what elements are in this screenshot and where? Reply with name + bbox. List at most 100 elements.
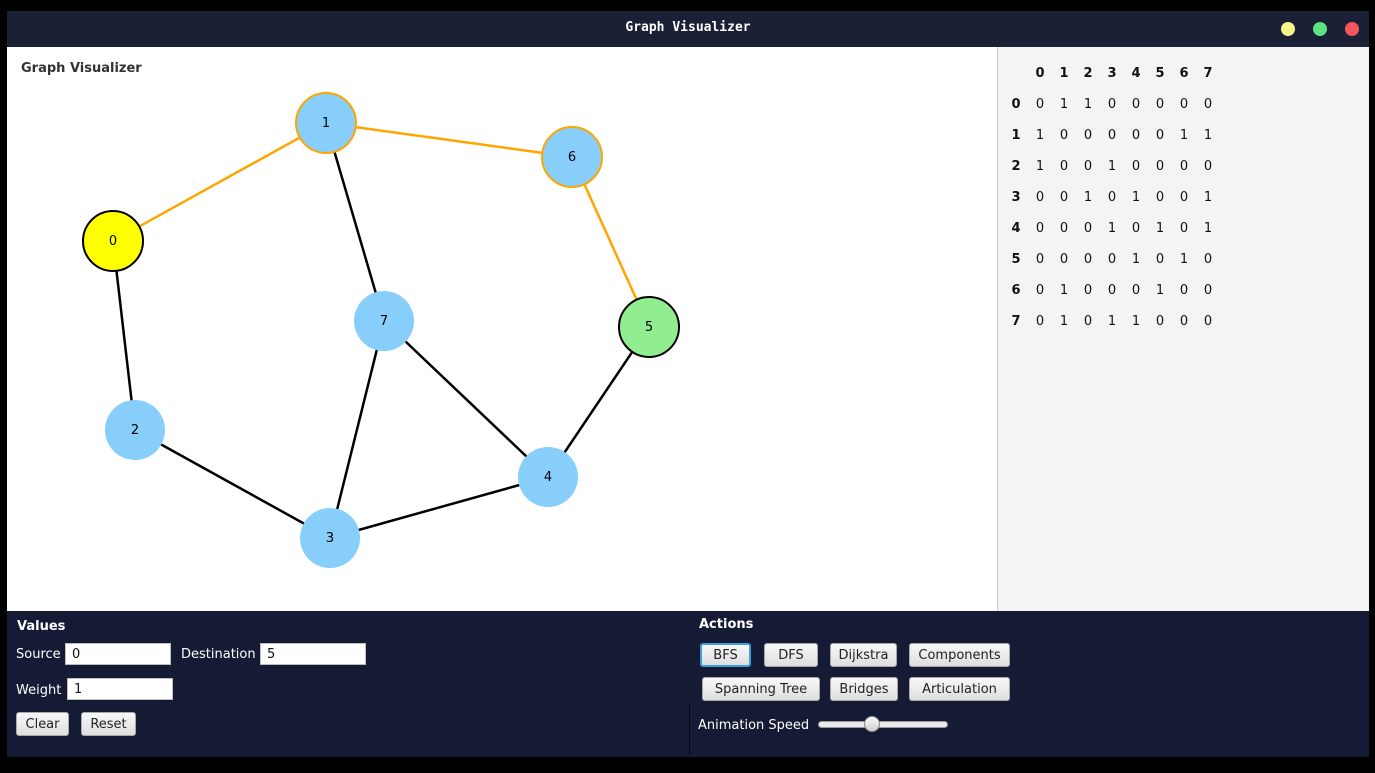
graph-node-3[interactable]: 3 xyxy=(300,508,360,568)
matrix-row-header: 2 xyxy=(1011,159,1021,174)
matrix-cell: 0 xyxy=(1059,252,1069,267)
canvas-title: Graph Visualizer xyxy=(21,61,142,76)
animation-speed-slider[interactable] xyxy=(818,715,948,735)
matrix-row-header: 4 xyxy=(1011,221,1021,236)
matrix-cell: 1 xyxy=(1107,221,1117,236)
graph-node-0[interactable]: 0 xyxy=(82,210,144,272)
app-window: Graph Visualizer Graph Visualizer 0 1 2 3 4 5… xyxy=(7,11,1369,757)
close-button[interactable] xyxy=(1345,22,1359,36)
matrix-corner xyxy=(1004,58,1028,89)
components-button[interactable]: Components xyxy=(909,643,1010,667)
graph-node-1[interactable]: 1 xyxy=(295,92,357,154)
matrix-cell: 0 xyxy=(1083,159,1093,174)
node-circle[interactable] xyxy=(541,126,603,188)
articulation-button[interactable]: Articulation xyxy=(909,677,1010,701)
weight-input[interactable] xyxy=(67,678,173,700)
matrix-cell: 0 xyxy=(1155,190,1165,205)
slider-track[interactable] xyxy=(818,721,948,728)
matrix-cell: 0 xyxy=(1131,97,1141,112)
node-label: 4 xyxy=(544,470,552,485)
matrix-cell: 0 xyxy=(1155,128,1165,143)
matrix-cell: 0 xyxy=(1035,252,1045,267)
matrix-row-header: 3 xyxy=(1011,190,1021,205)
edge-0-2 xyxy=(111,240,137,431)
dfs-button[interactable]: DFS xyxy=(764,643,818,667)
graph-drawing[interactable]: 0 1 2 3 4 5 6 7 xyxy=(7,47,997,611)
matrix-cell: 0 xyxy=(1035,314,1045,329)
matrix-cell: 0 xyxy=(1083,252,1093,267)
edge-0-1 xyxy=(112,121,327,243)
matrix-cell: 0 xyxy=(1179,190,1189,205)
matrix-cell: 1 xyxy=(1059,97,1069,112)
node-circle[interactable] xyxy=(518,447,578,507)
matrix-cell: 0 xyxy=(1131,283,1141,298)
matrix-cell: 0 xyxy=(1059,190,1069,205)
source-input[interactable] xyxy=(65,643,171,665)
matrix-cell: 0 xyxy=(1203,314,1213,329)
matrix-cell: 0 xyxy=(1203,97,1213,112)
edge-3-4 xyxy=(329,475,549,540)
matrix-cell: 1 xyxy=(1131,190,1141,205)
matrix-cell: 1 xyxy=(1131,314,1141,329)
matrix-cell: 0 xyxy=(1203,283,1213,298)
node-circle[interactable] xyxy=(618,296,680,358)
matrix-cell: 0 xyxy=(1059,128,1069,143)
graph-node-5[interactable]: 5 xyxy=(618,296,680,358)
matrix-cell: 0 xyxy=(1131,221,1141,236)
matrix-cell: 1 xyxy=(1155,221,1165,236)
node-circle[interactable] xyxy=(295,92,357,154)
spanning-tree-button[interactable]: Spanning Tree xyxy=(702,677,820,701)
edge-1-6 xyxy=(325,121,573,159)
node-label: 7 xyxy=(380,314,388,329)
edge-3-7 xyxy=(328,320,386,539)
bridges-button[interactable]: Bridges xyxy=(830,677,898,701)
reset-button[interactable]: Reset xyxy=(81,712,136,736)
matrix-cell: 1 xyxy=(1107,314,1117,329)
minimize-button[interactable] xyxy=(1281,22,1295,36)
node-label: 2 xyxy=(131,423,139,438)
values-title: Values xyxy=(17,619,66,634)
bfs-button[interactable]: BFS xyxy=(700,643,751,667)
node-circle[interactable] xyxy=(354,291,414,351)
node-label: 6 xyxy=(568,150,576,165)
matrix-cell: 0 xyxy=(1179,221,1189,236)
graph-canvas[interactable]: Graph Visualizer 0 1 2 3 4 5 6 7 xyxy=(7,47,997,611)
node-circle[interactable] xyxy=(105,400,165,460)
matrix-row-header: 1 xyxy=(1011,128,1021,143)
control-panel: Values Source Destination Weight Clear R… xyxy=(7,611,1369,757)
dijkstra-button[interactable]: Dijkstra xyxy=(830,643,897,667)
slider-thumb[interactable] xyxy=(864,716,880,732)
maximize-button[interactable] xyxy=(1313,22,1327,36)
matrix-column-header: 5 xyxy=(1155,66,1165,81)
node-label: 5 xyxy=(645,320,653,335)
node-label: 0 xyxy=(109,234,117,249)
edge-2-3 xyxy=(134,428,331,540)
destination-label: Destination xyxy=(181,647,256,662)
clear-button[interactable]: Clear xyxy=(16,712,69,736)
node-label: 1 xyxy=(322,116,330,131)
matrix-cell: 0 xyxy=(1035,283,1045,298)
matrix-column-header: 1 xyxy=(1059,66,1069,81)
graph-node-4[interactable]: 4 xyxy=(518,447,578,507)
matrix-cell: 0 xyxy=(1155,159,1165,174)
matrix-cell: 0 xyxy=(1203,252,1213,267)
matrix-cell: 0 xyxy=(1131,128,1141,143)
node-circle[interactable] xyxy=(300,508,360,568)
matrix-cell: 0 xyxy=(1107,190,1117,205)
destination-input[interactable] xyxy=(260,643,366,665)
matrix-cell: 0 xyxy=(1083,221,1093,236)
matrix-cell: 1 xyxy=(1107,159,1117,174)
graph-node-2[interactable]: 2 xyxy=(105,400,165,460)
node-circle[interactable] xyxy=(82,210,144,272)
matrix-cell: 1 xyxy=(1179,252,1189,267)
matrix-row-header: 0 xyxy=(1011,97,1021,112)
matrix-row-header: 5 xyxy=(1011,252,1021,267)
graph-node-7[interactable]: 7 xyxy=(354,291,414,351)
graph-node-6[interactable]: 6 xyxy=(541,126,603,188)
